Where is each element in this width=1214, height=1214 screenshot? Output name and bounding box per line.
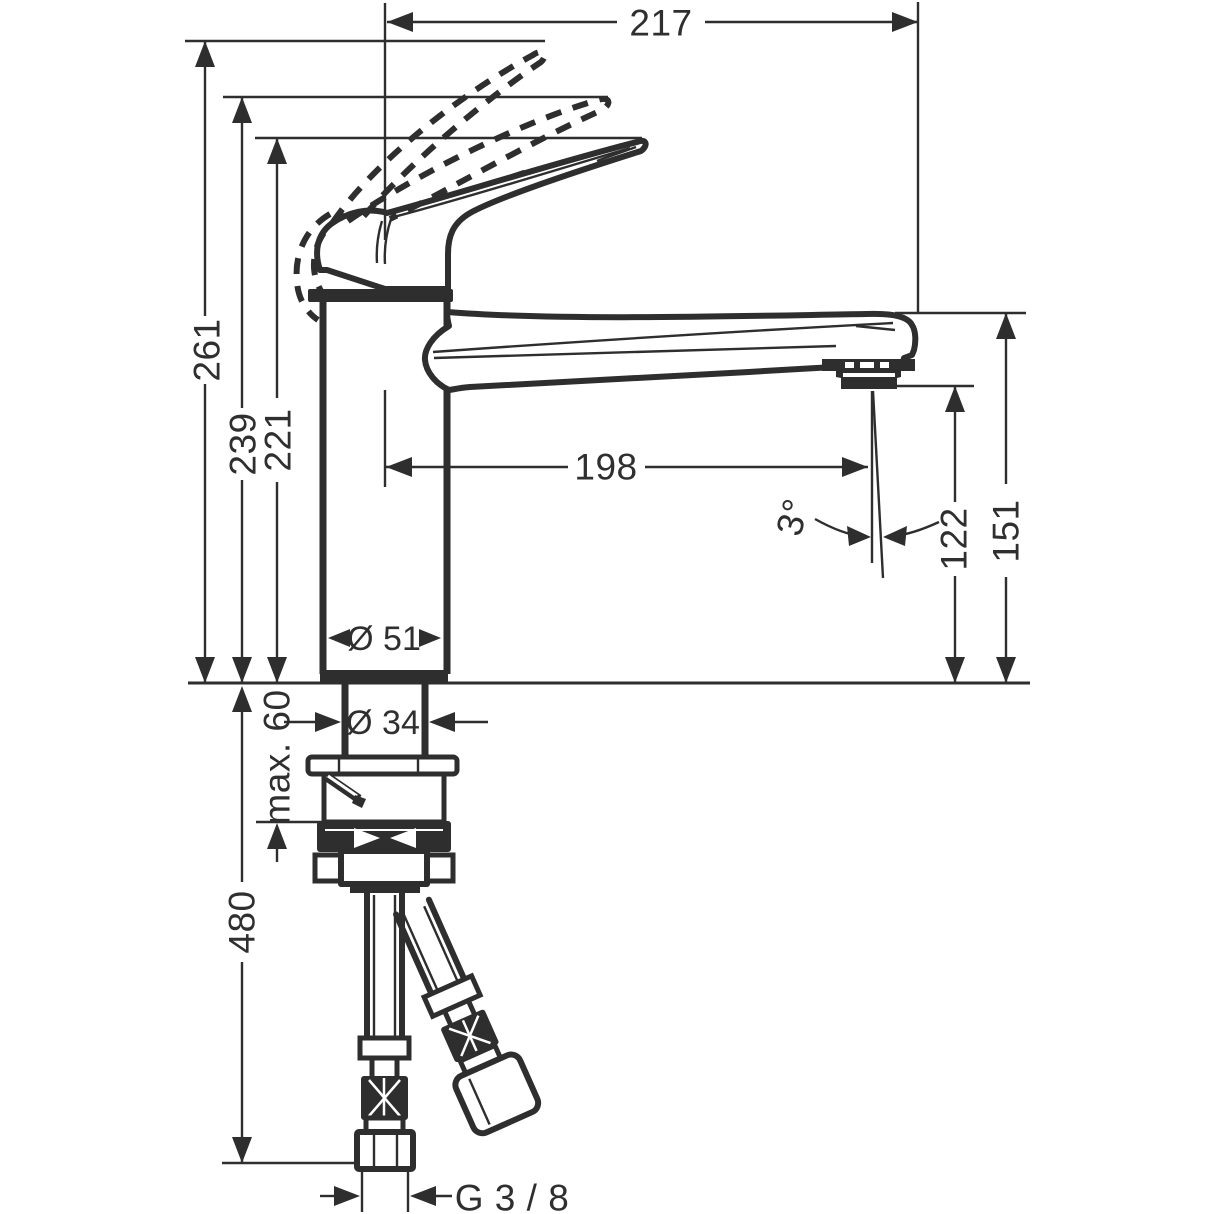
mounting-flange — [305, 754, 460, 777]
nut-tab-left — [312, 852, 344, 884]
stabiliser-plate — [321, 771, 447, 825]
dimension-480: 480 — [221, 686, 262, 1163]
dim-217-label: 217 — [629, 2, 692, 43]
dim-34-label: Ø 34 — [346, 704, 420, 742]
dim-221-label: 221 — [257, 408, 298, 471]
dimension-217: 217 — [387, 2, 920, 313]
dim-122-label: 122 — [933, 507, 974, 570]
supply-hose-vertical — [354, 890, 416, 1172]
dimension-thread-g38: G 3 / 8 — [320, 1168, 569, 1214]
dim-angle-label: 3° — [768, 494, 817, 540]
dimension-max-60: max. 60 — [256, 689, 323, 862]
dim-239-label: 239 — [222, 412, 263, 475]
faucet-handle — [314, 137, 649, 292]
handle-extension-lines — [185, 39, 642, 140]
faucet-body — [308, 289, 453, 684]
supply-hose-diagonal — [393, 896, 542, 1137]
mounting-nut — [317, 821, 451, 852]
dimension-198: 198 — [386, 446, 868, 487]
handle-ghost-positions — [293, 49, 612, 323]
dimension-261: 261 — [186, 41, 227, 683]
dimension-diameter-34: Ø 34 — [284, 704, 488, 742]
dimension-diameter-51: Ø 51 — [328, 620, 441, 658]
dimension-239: 239 — [222, 97, 263, 683]
faucet-spout — [421, 309, 919, 393]
lower-nut — [338, 848, 430, 887]
hose-nut — [354, 1129, 416, 1172]
dim-480-label: 480 — [221, 890, 262, 953]
dim-151-label: 151 — [985, 499, 1026, 562]
dim-198-label: 198 — [574, 446, 637, 487]
dim-max60-label: max. 60 — [256, 689, 297, 824]
dim-thread-label: G 3 / 8 — [455, 1177, 570, 1214]
dimension-221: 221 — [257, 138, 298, 683]
hose-nut — [452, 1051, 542, 1137]
dimension-151: 151 — [895, 311, 1026, 683]
nut-tab-right — [424, 852, 456, 884]
water-stream — [870, 390, 885, 579]
dim-51-label: Ø 51 — [347, 620, 421, 658]
dimension-122: 122 — [872, 384, 974, 683]
mounting-hardware — [305, 684, 460, 893]
dim-261-label: 261 — [186, 318, 227, 381]
dimension-angle-3deg: 3° — [768, 494, 940, 546]
aerator — [822, 359, 915, 389]
